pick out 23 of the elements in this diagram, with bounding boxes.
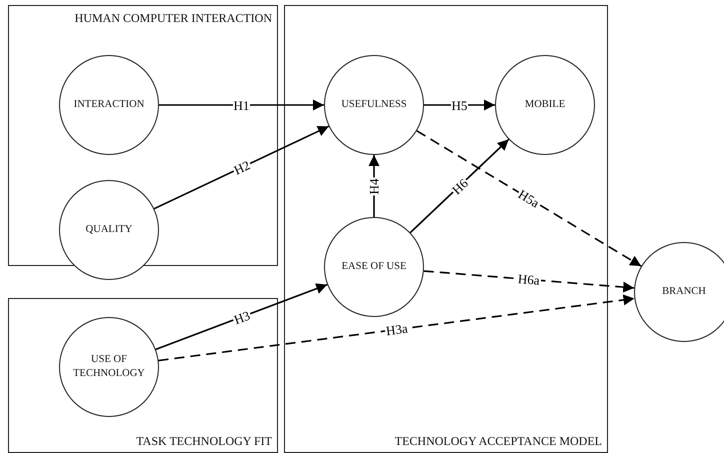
group-title: HUMAN COMPUTER INTERACTION [74, 11, 272, 26]
arrow [424, 270, 634, 293]
arrow [159, 100, 324, 110]
construct-circle: MOBILE [495, 55, 595, 155]
edge-label: H1 [232, 98, 250, 112]
construct-circle: BRANCH [634, 242, 724, 342]
group-frame [8, 298, 278, 453]
construct-circle: USE OF TECHNOLOGY [59, 317, 159, 417]
arrow [416, 130, 642, 267]
edge-label: H4 [367, 177, 380, 195]
arrow [158, 294, 635, 362]
construct-circle: QUALITY [59, 180, 159, 280]
group-title: TECHNOLOGY ACCEPTANCE MODEL [394, 434, 602, 449]
arrow [154, 126, 330, 210]
arrow [156, 283, 328, 350]
construct-circle: USEFULNESS [324, 55, 424, 155]
group-title: TASK TECHNOLOGY FIT [136, 434, 272, 449]
construct-circle: EASE OF USE [324, 217, 424, 317]
edge-label: H5 [450, 98, 468, 112]
arrow [410, 138, 510, 234]
edge-label: H6a [516, 272, 542, 287]
construct-circle: INTERACTION [59, 55, 159, 155]
group-frame [284, 5, 608, 453]
